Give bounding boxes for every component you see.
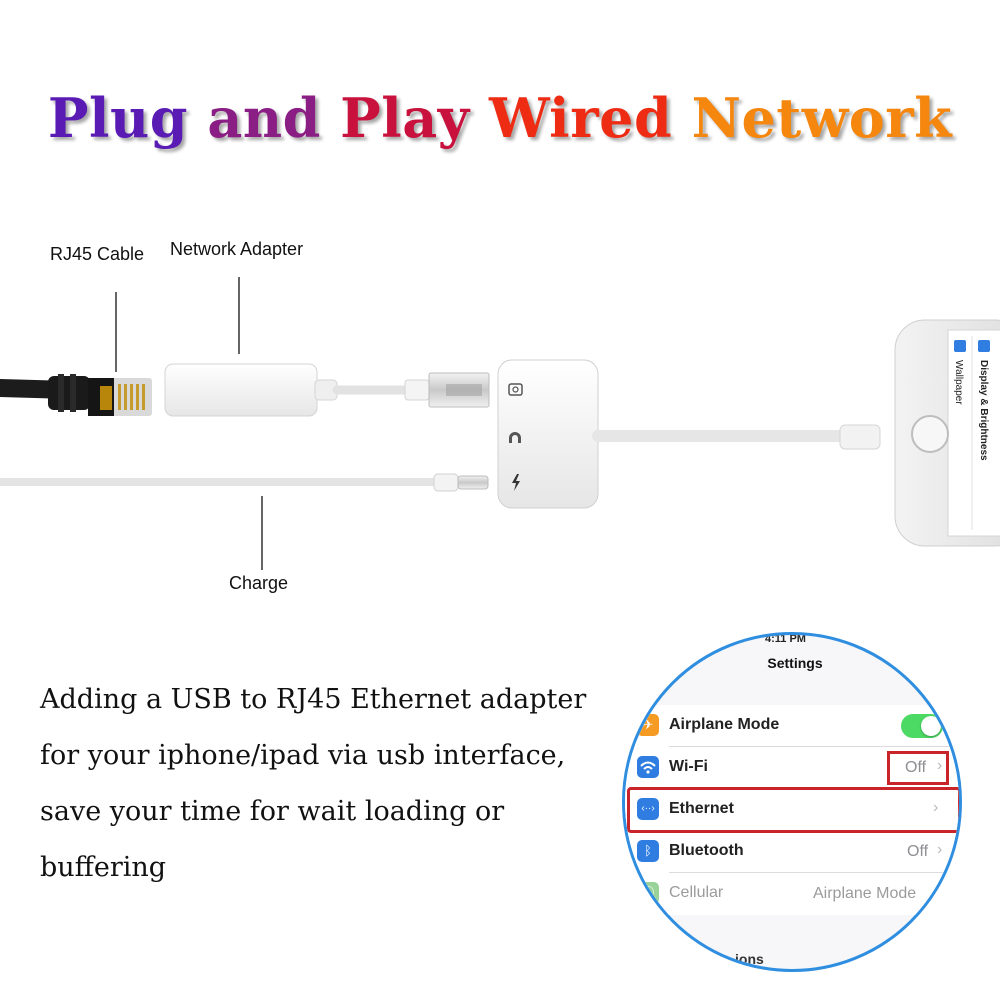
- label-charge: Charge: [229, 573, 289, 593]
- bluetooth-icon: ᛒ: [637, 840, 659, 862]
- description-line-2: for your iphone/ipad via usb interface,: [40, 740, 566, 771]
- phone-item-wallpaper: Wallpaper: [953, 360, 964, 405]
- settings-row-label: Airplane Mode: [669, 716, 780, 733]
- pointer-lines: [115, 277, 263, 570]
- settings-row-label: Cellular: [669, 884, 724, 901]
- phone-item-display: Display & Brightness: [978, 360, 989, 461]
- chevron-right-icon: ›: [937, 841, 943, 858]
- settings-row-airplane[interactable]: ✈ Airplane Mode: [625, 705, 959, 747]
- row-divider: [669, 872, 959, 873]
- status-time: 4:11 PM: [765, 633, 806, 645]
- chevron-right-icon: ›: [933, 799, 939, 816]
- label-network-adapter: Network Adapter: [170, 239, 304, 259]
- rj45-cable: [0, 374, 152, 416]
- charge-cable: [0, 473, 489, 492]
- settings-row-bluetooth[interactable]: ᛒ Bluetooth Off ›: [625, 831, 959, 873]
- headline-word-5: Network: [691, 86, 953, 150]
- airplane-icon: ✈: [637, 714, 659, 736]
- headline-word-4: Wired: [488, 86, 673, 150]
- settings-row-label: Ethernet: [669, 800, 734, 817]
- headline-word-2: and: [207, 86, 321, 150]
- chevron-right-icon: ›: [937, 757, 943, 774]
- headline: Plug and Play Wired Network: [0, 86, 1000, 166]
- wifi-off-highlight: [887, 751, 949, 785]
- cellular-value: Airplane Mode: [813, 885, 917, 902]
- lightning-hub: [497, 359, 881, 509]
- description-line-4: buffering: [40, 852, 167, 883]
- settings-row-label: Wi-Fi: [669, 758, 708, 775]
- airplane-mode-toggle[interactable]: [901, 714, 943, 738]
- bluetooth-value: Off: [907, 843, 929, 860]
- settings-title: Settings: [767, 655, 823, 671]
- headline-word-3: Play: [340, 86, 470, 150]
- partial-row-text: ions: [735, 951, 764, 967]
- wifi-value: Off: [905, 759, 927, 776]
- settings-row-cellular[interactable]: ⦿ Cellular Airplane Mode: [625, 873, 959, 915]
- network-adapter: [164, 363, 490, 417]
- settings-zoom: 4:11 PM Settings ✈ Airplane Mode Wi-Fi O…: [622, 632, 962, 972]
- product-diagram: Wallpaper Display & Brightness: [0, 277, 1000, 570]
- wifi-icon: [637, 756, 659, 778]
- iphone: [894, 319, 1000, 547]
- settings-row-ethernet[interactable]: ‹··› Ethernet ›: [625, 789, 959, 831]
- ethernet-icon: ‹··›: [637, 798, 659, 820]
- ethernet-highlight: [627, 787, 959, 833]
- cellular-icon: ⦿: [637, 882, 659, 904]
- settings-row-label: Bluetooth: [669, 842, 744, 859]
- description-line-1: Adding a USB to RJ45 Ethernet adapter: [40, 684, 587, 715]
- label-rj45-cable: RJ45 Cable: [50, 244, 145, 264]
- description-line-3: save your time for wait loading or: [40, 796, 505, 827]
- headline-word-1: Plug: [47, 86, 189, 150]
- description: Adding a USB to RJ45 Ethernet adapter fo…: [40, 672, 600, 896]
- row-divider: [669, 746, 959, 747]
